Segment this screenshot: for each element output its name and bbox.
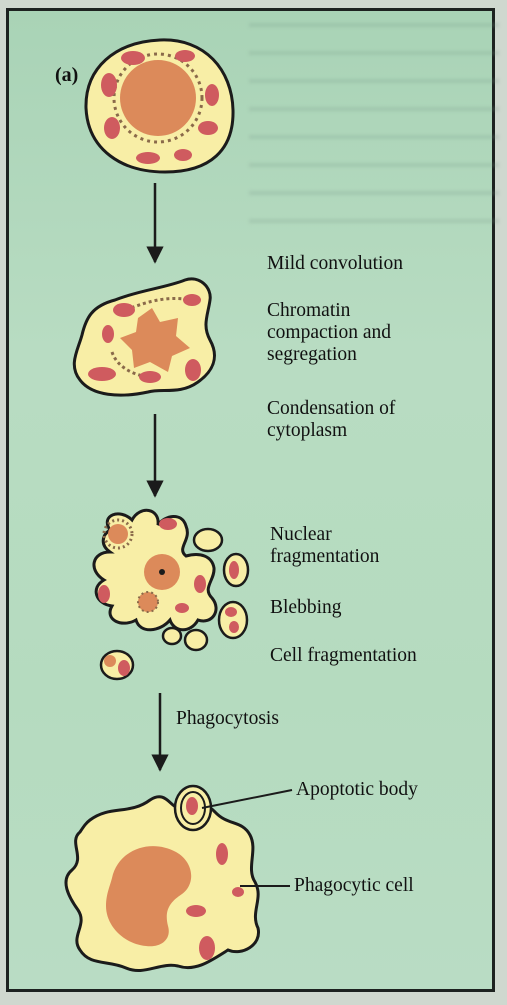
panel-label: (a) xyxy=(55,64,78,87)
normal-cell xyxy=(86,40,233,172)
callout-phagocytic-cell: Phagocytic cell xyxy=(294,875,414,897)
caption-phagocytosis: Phagocytosis xyxy=(176,708,279,730)
normal-nucleus xyxy=(120,60,196,136)
caption-blebbing: Blebbing xyxy=(270,597,342,619)
caption-nuclear-fragmentation: Nuclear fragmentation xyxy=(270,524,379,568)
callout-apoptotic-body: Apoptotic body xyxy=(296,779,418,801)
caption-cytoplasm-condensation: Condensation of cytoplasm xyxy=(267,398,395,442)
caption-cell-fragmentation: Cell fragmentation xyxy=(270,645,417,667)
caption-mild-convolution: Mild convolution xyxy=(267,253,403,275)
convoluted-cell xyxy=(74,279,214,395)
apoptotic-body-pointer xyxy=(202,790,292,808)
phagocytic-cell xyxy=(66,786,259,971)
fragmenting-cell xyxy=(94,510,248,679)
caption-chromatin-compaction: Chromatin compaction and segregation xyxy=(267,300,391,366)
